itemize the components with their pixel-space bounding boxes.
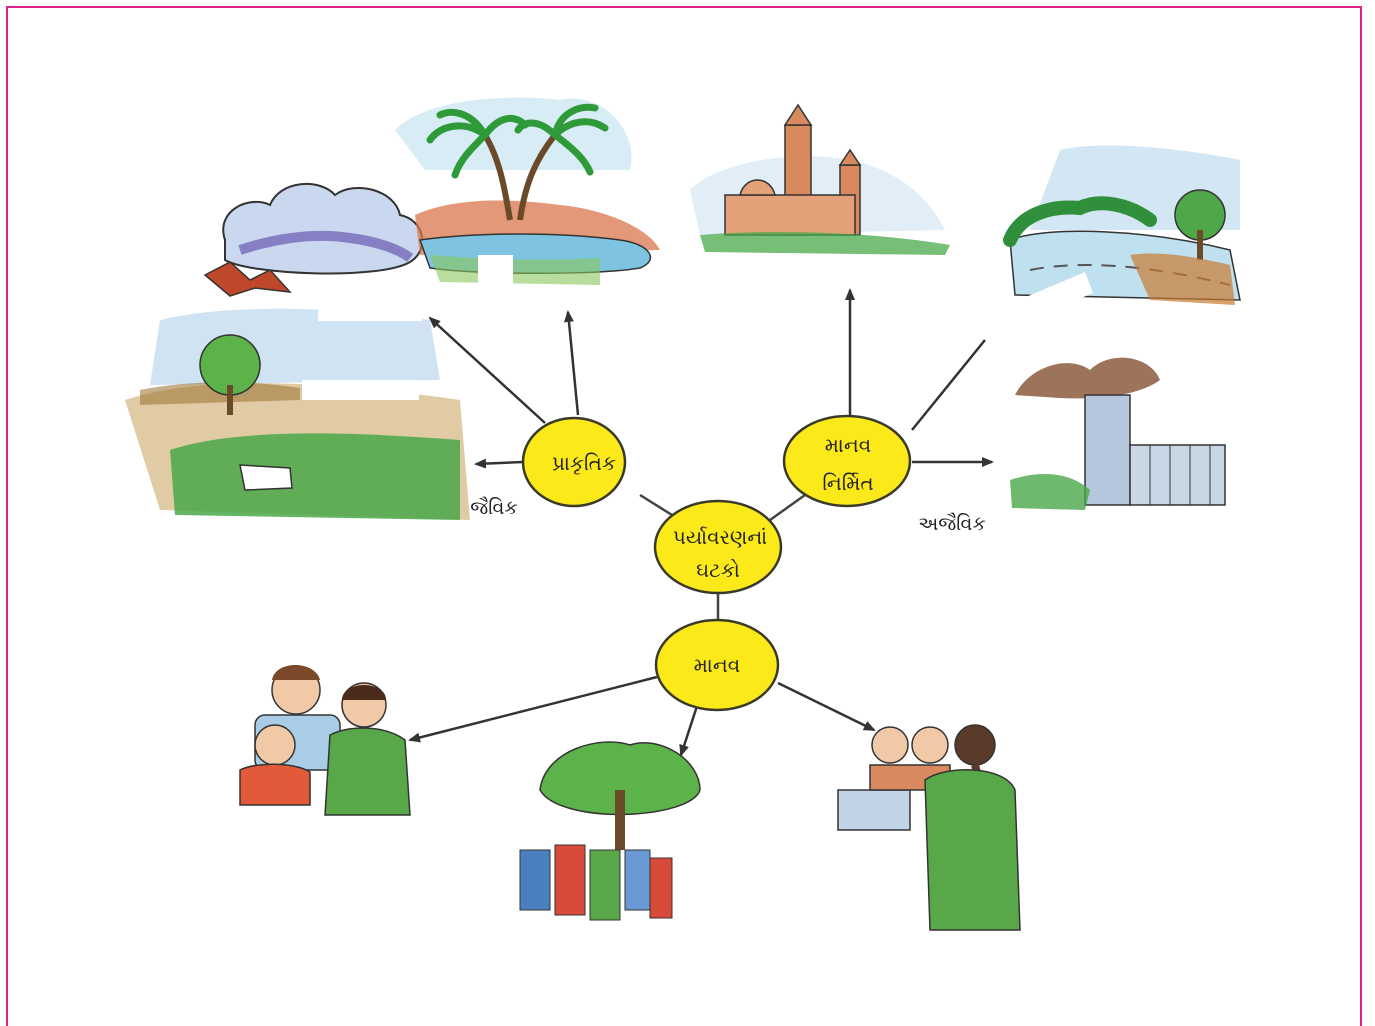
landscape-animals-illustration <box>125 308 470 520</box>
node-manmade-ellipse <box>782 414 912 508</box>
factory-illustration <box>1010 357 1226 510</box>
node-manmade: માનવ નિર્મિત <box>782 414 912 508</box>
palm-river-illustration <box>395 97 660 285</box>
biotic-label: જૈવિક <box>470 497 518 519</box>
family-illustration <box>239 665 411 816</box>
clouds-illustration <box>203 182 424 297</box>
abiotic-label: અજૈવિક <box>918 513 986 535</box>
monument-illustration <box>690 103 950 255</box>
group-tree-illustration <box>519 741 701 921</box>
node-natural: પ્રાકૃતિક <box>521 416 627 508</box>
blank-label-boxes <box>302 255 1093 465</box>
road-illustration <box>1003 145 1241 305</box>
node-center-label-line1: પર્યાવરણનાં <box>673 525 767 549</box>
page-border <box>6 6 1362 1026</box>
node-natural-label: પ્રાકૃતિક <box>552 451 616 475</box>
node-human-label: માનવ <box>694 653 740 677</box>
node-center-label-line2: ઘટકો <box>696 558 740 582</box>
node-manmade-label-line1: માનવ <box>825 433 871 457</box>
node-center-ellipse <box>653 499 783 595</box>
node-human-ellipse <box>654 618 780 712</box>
node-center: પર્યાવરણનાં ઘટકો <box>653 499 783 595</box>
node-human: માનવ <box>654 618 780 712</box>
node-natural-ellipse <box>521 416 627 508</box>
node-manmade-label-line2: નિર્મિત <box>822 471 873 495</box>
market-illustration <box>837 724 1021 931</box>
arrows <box>408 288 994 757</box>
